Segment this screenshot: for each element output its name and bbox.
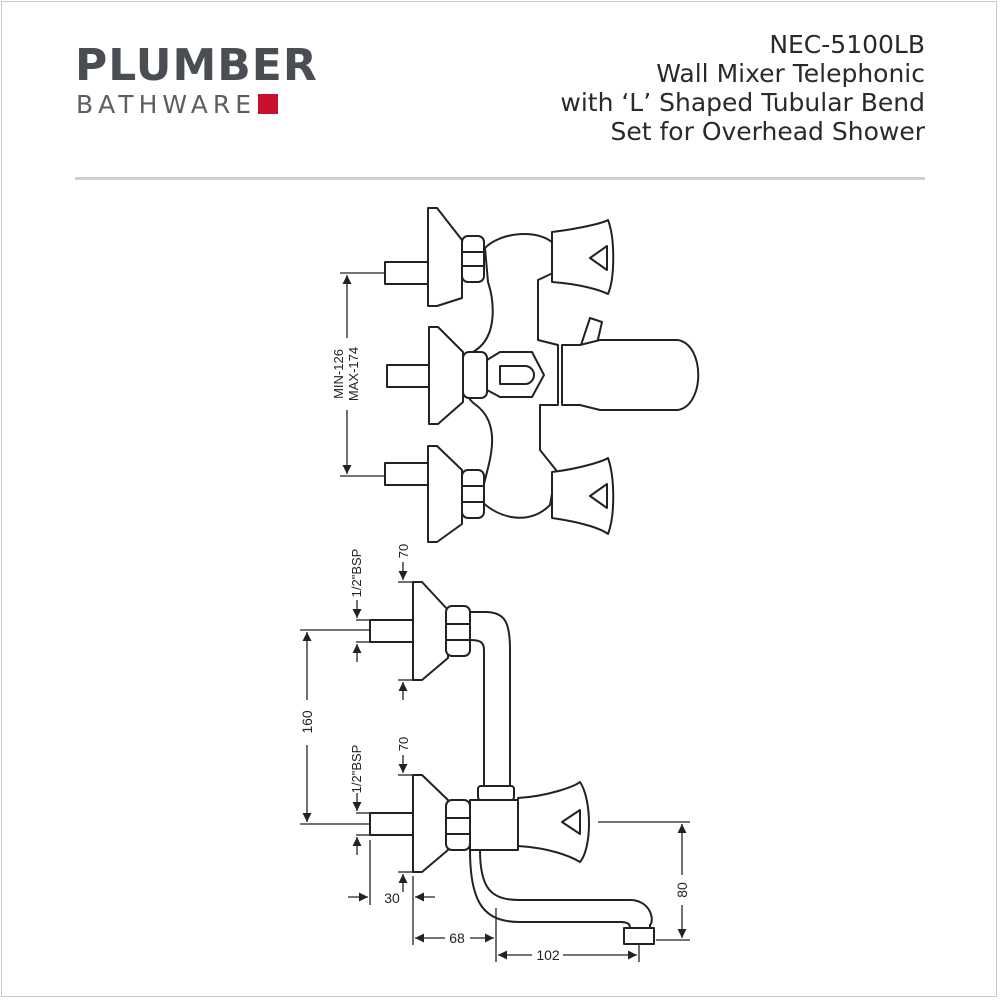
top-handle-upper <box>551 219 615 295</box>
brand-subtitle: BATHWARE <box>76 90 257 119</box>
side-view-nut-top <box>477 785 515 801</box>
top-inlet-upper <box>384 207 485 307</box>
side-view-spout-outlet <box>623 927 655 945</box>
side-view-l-tube <box>469 611 511 791</box>
width-102-label: 102 <box>536 947 560 963</box>
top-handle-lower <box>551 457 615 535</box>
top-view <box>384 207 700 543</box>
product-title-line-2: with ‘L’ Shaped Tubular Bend <box>560 88 925 117</box>
header-divider <box>75 177 925 180</box>
product-code: NEC-5100LB <box>769 30 925 59</box>
side-view-body <box>469 799 519 851</box>
bsp-upper-label: 1/2"BSP <box>349 549 364 598</box>
width-68-label: 68 <box>449 930 465 946</box>
side-view-spout <box>469 849 653 941</box>
seventy-lower-label: 70 <box>396 737 411 751</box>
product-title-line-3: Set for Overhead Shower <box>610 117 926 146</box>
height-160-label: 160 <box>299 710 315 734</box>
bsp-lower-label: 1/2"BSP <box>349 745 364 794</box>
side-view-dimension-lines <box>300 562 690 962</box>
top-spout <box>561 339 700 411</box>
max-dimension-label: MAX-174 <box>346 347 361 401</box>
brand-subtitle-row: BATHWARE <box>76 90 279 119</box>
brand-accent-square <box>258 93 279 114</box>
side-inlet-upper <box>369 581 471 681</box>
side-inlet-lower <box>369 774 471 873</box>
depth-30-label: 30 <box>384 890 400 906</box>
product-title-line-1: Wall Mixer Telephonic <box>656 59 925 88</box>
top-inlet-middle <box>386 326 545 425</box>
min-max-dimension <box>340 272 385 477</box>
min-dimension-label: MIN-126 <box>331 349 346 399</box>
side-view <box>369 581 655 945</box>
product-title-block: NEC-5100LB Wall Mixer Telephonic with ‘L… <box>560 30 925 146</box>
side-handle <box>517 781 590 863</box>
height-80-label: 80 <box>674 882 690 898</box>
brand-name: PLUMBER <box>75 40 318 91</box>
seventy-upper-label: 70 <box>396 544 411 558</box>
top-inlet-lower <box>384 445 485 543</box>
